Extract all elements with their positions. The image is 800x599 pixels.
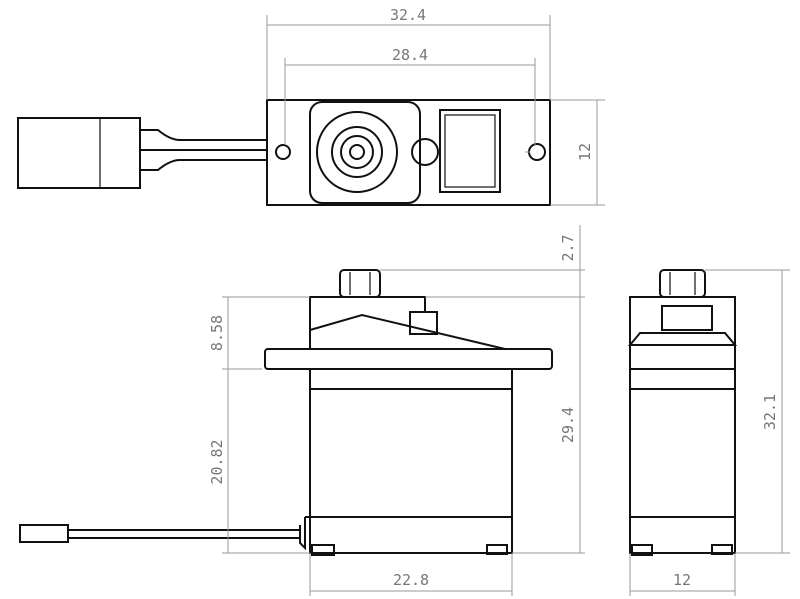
lead-wire [68,517,306,551]
mount-hole-right [528,143,546,161]
mount-hole-left [275,144,291,160]
dim-28-4: 28.4 [392,46,428,64]
dim-2-7: 2.7 [559,234,577,261]
output-gear [316,111,398,193]
dim-12-side: 12 [673,571,691,589]
cable [140,129,267,171]
dim-8-58: 8.58 [208,315,226,351]
dim-29-4: 29.4 [559,407,577,443]
top-view: 32.4 28.4 12 [17,6,605,206]
connector [17,117,141,189]
dim-22-8: 22.8 [393,571,429,589]
front-view: 2.7 29.4 8.58 20.82 22.8 [19,225,585,596]
dim-32-1: 32.1 [761,394,779,430]
top-body [266,99,551,206]
mount-flange [264,348,553,370]
spline [339,269,381,298]
side-view: 32.1 12 [627,269,790,596]
dim-20-82: 20.82 [208,439,226,484]
dim-12-top: 12 [576,143,594,161]
dim-32-4: 32.4 [390,6,426,24]
lead-connector [19,524,69,543]
